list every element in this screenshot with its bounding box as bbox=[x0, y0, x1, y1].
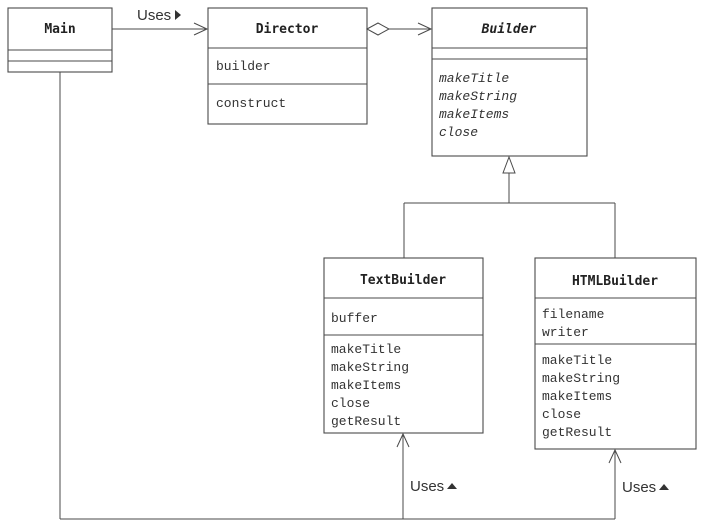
aggregation-diamond-icon bbox=[365, 22, 391, 36]
class-main-name: Main bbox=[44, 22, 75, 37]
class-builder-method: makeItems bbox=[439, 107, 509, 122]
open-arrow-head bbox=[193, 22, 209, 36]
class-text-builder-method: makeTitle bbox=[331, 342, 401, 357]
uses-label: Uses bbox=[137, 7, 171, 24]
class-text-builder-box bbox=[323, 257, 484, 434]
generalization-triangle-icon bbox=[502, 155, 516, 174]
open-arrow-head bbox=[417, 22, 433, 36]
class-text-builder-method: makeItems bbox=[331, 378, 401, 393]
class-director-method: construct bbox=[216, 96, 286, 111]
class-builder-method: makeString bbox=[439, 89, 517, 104]
class-text-builder-method: close bbox=[331, 396, 370, 411]
class-builder: Builder makeTitle makeString makeItems c… bbox=[431, 7, 588, 157]
class-text-builder: TextBuilder buffer makeTitle makeString … bbox=[323, 257, 484, 434]
class-director-field: builder bbox=[216, 59, 271, 74]
open-arrow-head bbox=[396, 432, 410, 448]
class-text-builder-method: makeString bbox=[331, 360, 409, 375]
class-builder-method: close bbox=[439, 125, 478, 140]
class-text-builder-name: TextBuilder bbox=[360, 273, 446, 288]
class-html-builder-method: getResult bbox=[542, 425, 612, 440]
class-director-name: Director bbox=[256, 22, 319, 37]
direction-triangle-up-icon bbox=[659, 484, 669, 490]
class-builder-method: makeTitle bbox=[439, 71, 509, 86]
class-html-builder-method: makeItems bbox=[542, 389, 612, 404]
relation-director-builder bbox=[365, 22, 433, 36]
class-builder-box bbox=[431, 7, 588, 157]
class-html-builder-box bbox=[534, 257, 697, 450]
class-html-builder-method: close bbox=[542, 407, 581, 422]
class-text-builder-field: buffer bbox=[331, 311, 378, 326]
class-html-builder-name: HTMLBuilder bbox=[572, 274, 658, 289]
class-html-builder-method: makeTitle bbox=[542, 353, 612, 368]
class-director-box bbox=[207, 7, 368, 125]
class-director: Director builder construct bbox=[207, 7, 368, 125]
uses-label: Uses bbox=[622, 479, 656, 496]
class-html-builder: HTMLBuilder filename writer makeTitle ma… bbox=[534, 257, 697, 450]
relation-main-director: Uses bbox=[112, 7, 209, 36]
class-html-builder-field: filename bbox=[542, 307, 604, 322]
class-text-builder-method: getResult bbox=[331, 414, 401, 429]
direction-triangle-right-icon bbox=[175, 10, 181, 20]
open-arrow-head bbox=[608, 448, 622, 464]
uses-label: Uses bbox=[410, 478, 444, 495]
class-builder-name: Builder bbox=[481, 22, 537, 37]
class-html-builder-field: writer bbox=[542, 325, 589, 340]
direction-triangle-up-icon bbox=[447, 483, 457, 489]
relation-main-concrete-builders: Uses Uses bbox=[59, 72, 669, 520]
class-main: Main bbox=[7, 7, 113, 73]
class-html-builder-method: makeString bbox=[542, 371, 620, 386]
class-main-box bbox=[7, 7, 113, 73]
relation-generalization bbox=[403, 155, 616, 258]
